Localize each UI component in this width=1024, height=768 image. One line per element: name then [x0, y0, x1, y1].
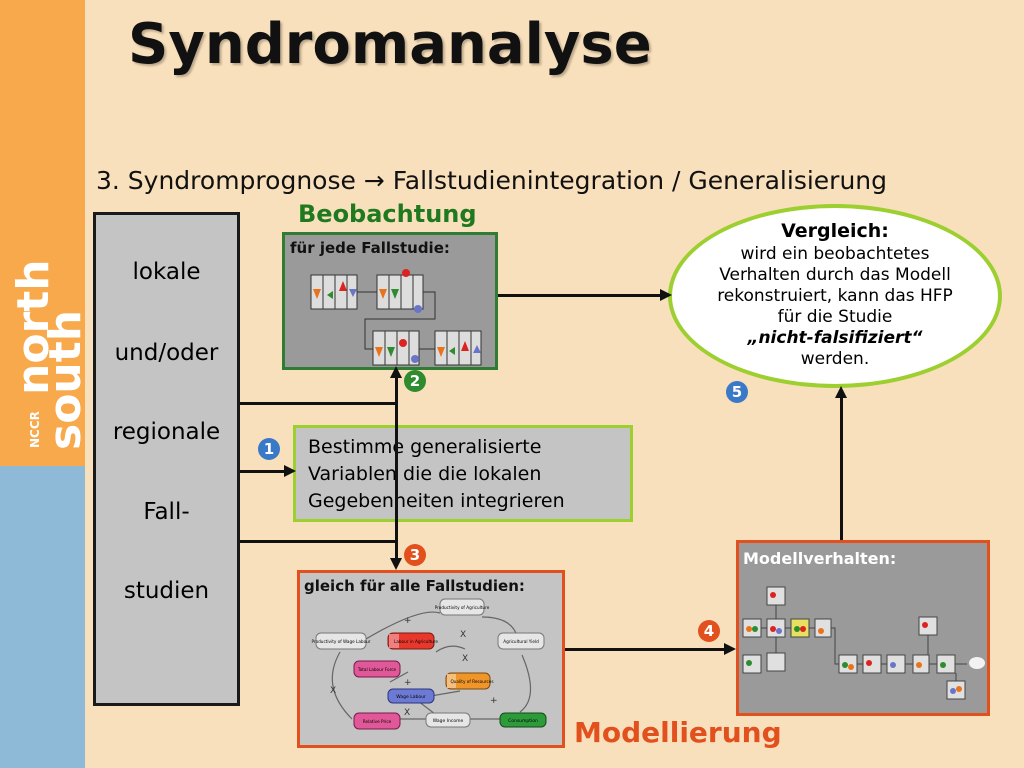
generalize-line-2: Variablen die die lokalen [308, 463, 542, 485]
page-title: Syndromanalyse [128, 12, 652, 77]
comparison-line-1: wird ein beobachtetes [740, 244, 930, 264]
model-panel-title: gleich für alle Fallstudien: [304, 577, 525, 595]
connector-left-upper [240, 402, 396, 405]
connector-obs-to-compare [498, 294, 662, 297]
comparison-last: werden. [800, 349, 870, 369]
comparison-heading: Vergleich: [781, 220, 889, 242]
observation-panel-title: für jede Fallstudie: [290, 239, 450, 257]
svg-text:X: X [460, 630, 466, 640]
generalize-line-3: Gegebenheiten integrieren [308, 490, 565, 512]
generalize-line-1: Bestimme generalisierte [308, 436, 542, 458]
node-relative-price: Relative Price [363, 719, 392, 724]
case-item-4: Fall- [143, 499, 190, 525]
step-5-badge: 5 [726, 381, 748, 403]
connector-vertical-2 [395, 372, 398, 565]
svg-text:X: X [330, 686, 336, 696]
connector-behavior-to-compare [840, 396, 843, 540]
case-item-3: regionale [112, 419, 221, 445]
node-productivity-agri: Productivity of Agriculture [435, 605, 490, 610]
node-wage-income: Wage Income [433, 718, 464, 724]
node-total-labour: Total Labour Force [357, 667, 397, 672]
node-quality-resources: Quality of Resources [450, 679, 493, 684]
step-3-badge: 3 [404, 544, 426, 566]
model-panel: gleich für alle Fallstudien: + X X + X X + P… [297, 570, 565, 748]
case-item-1: lokale [132, 259, 201, 285]
step-1-badge: 1 [258, 438, 280, 460]
svg-text:X: X [404, 708, 410, 718]
connector-left-lower [240, 540, 396, 543]
comparison-ellipse: Vergleich: wird ein beobachtetes Verhalt… [668, 204, 1002, 388]
node-labour-agri: Labour in Agriculture [394, 639, 438, 644]
comparison-line-4: für die Studie [777, 307, 893, 327]
comparison-line-2: Verhalten durch das Modell [719, 265, 951, 285]
logo-nccr: NCCR [28, 411, 42, 448]
svg-text:+: + [490, 696, 498, 706]
sidebar-orange [0, 0, 85, 466]
step-4-badge: 4 [698, 620, 720, 642]
node-consumption: Consumption [508, 718, 538, 724]
causal-graph: + X X + X X + Productivity of Agriculture Pr… [311, 598, 547, 730]
model-behavior-panel: Modellverhalten: [736, 540, 990, 716]
subtitle: 3. Syndromprognose → Fallstudienintegrat… [96, 166, 888, 195]
svg-text:+: + [404, 678, 412, 688]
node-agri-yield: Agricultural Yield [503, 639, 539, 644]
observation-panel: für jede Fallstudie: [282, 232, 498, 370]
connector-left-mid [240, 470, 290, 473]
svg-text:+: + [404, 616, 412, 626]
observation-flow-graphic [310, 269, 482, 366]
observation-label: Beobachtung [298, 200, 477, 228]
svg-text:X: X [462, 654, 468, 664]
case-item-5: studien [123, 578, 210, 604]
node-productivity-wage: Productivity of Wage Labour [311, 639, 370, 644]
logo-south: south [40, 309, 91, 450]
connector-model-to-behavior [565, 648, 729, 651]
comparison-emphasis: „nicht-falsifiziert“ [747, 328, 923, 348]
generalize-box: Bestimme generalisierte Variablen die di… [293, 425, 633, 522]
case-item-2: und/oder [114, 340, 219, 366]
comparison-line-3: rekonstruiert, kann das HFP [717, 286, 953, 306]
sidebar-blue [0, 466, 85, 768]
node-wage-labour: Wage Labour [396, 694, 426, 700]
case-studies-box: lokale und/oder regionale Fall- studien [93, 212, 240, 706]
modeling-label: Modellierung [574, 716, 782, 749]
model-behavior-title: Modellverhalten: [743, 549, 897, 568]
step-2-badge: 2 [404, 370, 426, 392]
model-behavior-graphic [742, 586, 985, 700]
